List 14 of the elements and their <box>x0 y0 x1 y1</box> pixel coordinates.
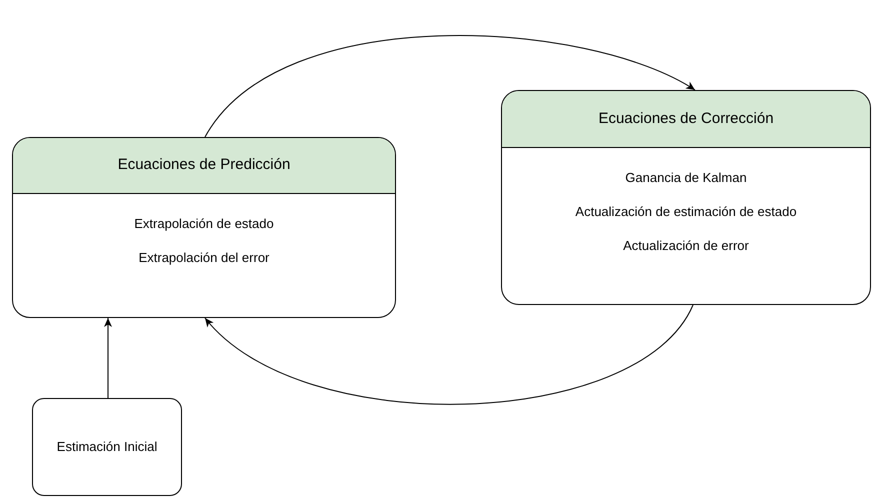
process-box <box>501 90 871 305</box>
box-item-text: Ganancia de Kalman <box>625 170 747 186</box>
box-text: Estimación Inicial <box>56 438 158 456</box>
box-item-text: Extrapolación de estado <box>134 216 274 232</box>
arrow <box>204 304 694 405</box>
process-box <box>12 137 396 318</box>
process-box <box>32 398 182 496</box>
arrow <box>204 35 696 138</box>
box-item-text: Actualización de estimación de estado <box>575 204 797 220</box>
box-title: Ecuaciones de Corrección <box>598 108 774 129</box>
arrow <box>104 318 112 398</box>
box-item-text: Actualización de error <box>623 238 749 254</box>
box-title: Ecuaciones de Predicción <box>118 155 290 176</box>
box-item-text: Extrapolación del error <box>138 250 270 266</box>
